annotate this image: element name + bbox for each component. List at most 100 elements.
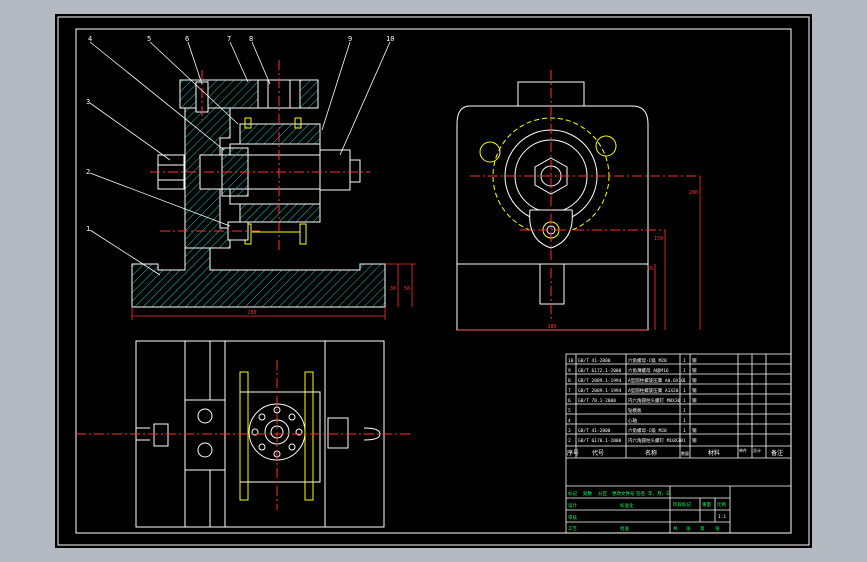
front-section-view: 4 5 6 7 8 9 10 3 2 1 280 30 56 <box>86 35 416 320</box>
row-name: 六角薄螺母 A级M16 <box>628 367 669 374</box>
balloon-7: 7 <box>227 35 231 43</box>
parts-list-table <box>565 353 792 534</box>
header-note: 备注 <box>771 449 783 457</box>
top-slot-right <box>363 427 381 441</box>
top-yellow-left <box>239 371 249 501</box>
left-ear <box>479 141 501 163</box>
row-material: 钢 <box>692 437 697 444</box>
balloon-10: 10 <box>386 35 394 43</box>
tb-label: 处数 <box>583 490 592 497</box>
dim-side-height-c-label: 65 <box>647 266 653 272</box>
tb-label: 阶段标记 <box>673 501 691 508</box>
right-nut <box>319 149 351 191</box>
header-code: 代号 <box>592 449 604 457</box>
row-qty: 1 <box>683 438 686 444</box>
balloon-2: 2 <box>86 168 90 176</box>
row-material: 钢 <box>692 397 697 404</box>
tb-label: 分区 <box>598 490 607 497</box>
hex-nut <box>534 157 568 195</box>
row-no: 8 <box>568 378 571 384</box>
dim-side-height-a-label: 200 <box>689 190 698 196</box>
row-qty: 1 <box>683 418 686 424</box>
row-name: 心轴 <box>628 417 637 424</box>
row-name: A型圆柱螺旋压簧 A0.6X10 <box>628 377 684 384</box>
top-yellow-right <box>304 371 314 501</box>
row-name: A型圆柱螺旋压簧 A1X20 <box>628 387 679 394</box>
balloon-6: 6 <box>185 35 189 43</box>
workpiece-flange <box>239 123 321 145</box>
balloon-8: 8 <box>249 35 253 43</box>
row-material: 钢 <box>692 427 697 434</box>
row-code: GB/T 6172.1-2000 <box>578 368 622 374</box>
tb-label: 张 <box>686 525 691 532</box>
row-qty: 1 <box>683 368 686 374</box>
header-qty: 数量 <box>681 450 689 456</box>
tb-label: 更改文件号 <box>612 490 635 497</box>
tb-label: 重量 <box>702 501 711 508</box>
parts-list-header: 序号 代号 名称 数量 材料 单件 总计 备注 <box>567 447 783 457</box>
top-slot-left <box>136 427 150 441</box>
right-ear <box>595 135 617 157</box>
tb-label: 张 <box>715 525 720 532</box>
workpiece-lower <box>239 203 321 223</box>
row-qty: 1 <box>683 428 686 434</box>
row-code: GB/T 70.1-2000 <box>578 398 616 404</box>
row-name: 六角螺母-C级 M20 <box>628 357 667 364</box>
row-name: 六角螺母-C级 M20 <box>628 427 667 434</box>
row-code: GB/T 2089.1-1994 <box>578 378 622 384</box>
header-unit-weight: 单件 <box>739 447 747 453</box>
row-no: 10 <box>568 358 574 364</box>
right-thread <box>349 159 361 183</box>
workpiece-yellow-1 <box>244 117 252 129</box>
row-qty: 1 <box>683 358 686 364</box>
tb-label: 签名 <box>636 490 645 497</box>
outer-frame <box>57 16 810 546</box>
tb-label: 第 <box>700 525 705 532</box>
row-material: 钢 <box>692 377 697 384</box>
balloon-3: 3 <box>86 98 90 106</box>
title-block: 标记 处数 分区 更改文件号 签名 年、月、日 设计 标准化 审核 工艺 批准 … <box>568 490 726 532</box>
tb-label: 比例 <box>717 501 726 508</box>
side-view: 180 200 150 65 <box>456 70 701 331</box>
workpiece-yellow-2 <box>294 117 302 129</box>
row-no: 6 <box>568 398 571 404</box>
inner-frame <box>75 28 792 534</box>
balloon-1: 1 <box>86 225 90 233</box>
tb-label: 批准 <box>620 525 629 532</box>
row-qty: 1 <box>683 398 686 404</box>
row-name: 内六角圆柱头螺钉 M8X30 <box>628 397 681 404</box>
row-qty: 1 <box>683 378 686 384</box>
balloon-4: 4 <box>88 35 92 43</box>
tb-scale: 1:1 <box>718 514 726 520</box>
workpiece-yellow-4 <box>299 223 307 245</box>
dim-side-height-b-label: 150 <box>654 236 663 242</box>
tb-label: 标记 <box>568 490 577 497</box>
side-slot <box>539 263 565 305</box>
row-qty: 1 <box>683 408 686 414</box>
row-no: 3 <box>568 428 571 434</box>
header-name: 名称 <box>645 449 657 457</box>
parts-list-rows: 10 GB/T 41-2000 六角螺母-C级 M20 1 钢 9 GB/T 6… <box>568 357 697 444</box>
top-column <box>184 399 226 471</box>
top-nut-right <box>327 417 349 449</box>
tb-label: 年、月、日 <box>648 490 671 497</box>
tb-label: 标准化 <box>620 502 634 509</box>
row-no: 2 <box>568 438 571 444</box>
row-code: GB/T 6170.1-2000 <box>578 438 622 444</box>
tb-label: 工艺 <box>568 526 577 532</box>
balloon-9: 9 <box>348 35 352 43</box>
row-material: 钢 <box>692 357 697 364</box>
top-column-hole-1 <box>197 408 213 424</box>
row-no: 4 <box>568 418 571 424</box>
leader-lines <box>89 41 391 276</box>
row-qty: 1 <box>683 388 686 394</box>
top-nut-left <box>153 423 169 447</box>
row-name: 内六角圆柱头螺钉 M10X30 <box>628 437 683 444</box>
header-total-weight: 总计 <box>753 447 761 453</box>
top-column-hole-2 <box>197 442 213 458</box>
dim-side-width-label: 180 <box>547 324 556 330</box>
top-view <box>76 340 410 528</box>
header-material: 材料 <box>708 449 720 457</box>
tb-label: 共 <box>673 525 678 532</box>
